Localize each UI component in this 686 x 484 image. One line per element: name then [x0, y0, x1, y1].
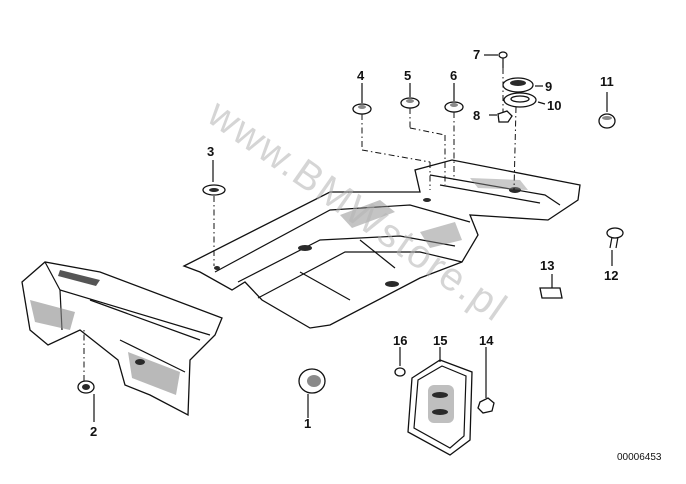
gasket-10	[503, 92, 537, 108]
callout-9: 9	[545, 79, 552, 94]
callout-3: 3	[207, 144, 214, 159]
callout-10: 10	[547, 98, 561, 113]
screw-16	[394, 367, 406, 377]
cover-9	[502, 77, 534, 93]
callout-8: 8	[473, 108, 480, 123]
callout-11: 11	[600, 74, 614, 89]
floor-pan	[182, 159, 581, 329]
pad-13	[539, 287, 563, 299]
callout-4: 4	[357, 68, 365, 83]
nut-14	[477, 397, 495, 414]
callout-1: 1	[304, 416, 311, 431]
grommet-3	[202, 184, 226, 196]
plug-6	[444, 101, 464, 113]
callout-6: 6	[450, 68, 457, 83]
callout-5: 5	[404, 68, 411, 83]
cover-plate-15	[407, 359, 473, 456]
callout-12: 12	[604, 268, 618, 283]
clip-12	[606, 227, 624, 249]
nut-8	[497, 110, 513, 123]
plug-4	[352, 103, 372, 115]
callout-15: 15	[433, 333, 447, 348]
callout-7: 7	[473, 47, 480, 62]
callout-16: 16	[393, 333, 407, 348]
grommet-1	[298, 368, 326, 394]
bulkhead-panel	[21, 261, 223, 417]
callout-13: 13	[540, 258, 554, 273]
cap-11	[598, 113, 616, 129]
leader-lines	[83, 54, 613, 422]
callout-2: 2	[90, 424, 97, 439]
plug-5	[400, 97, 420, 109]
callout-14: 14	[479, 333, 494, 348]
screw-7	[498, 51, 508, 68]
document-number: 00006453	[617, 452, 662, 463]
grommet-2	[77, 380, 95, 394]
